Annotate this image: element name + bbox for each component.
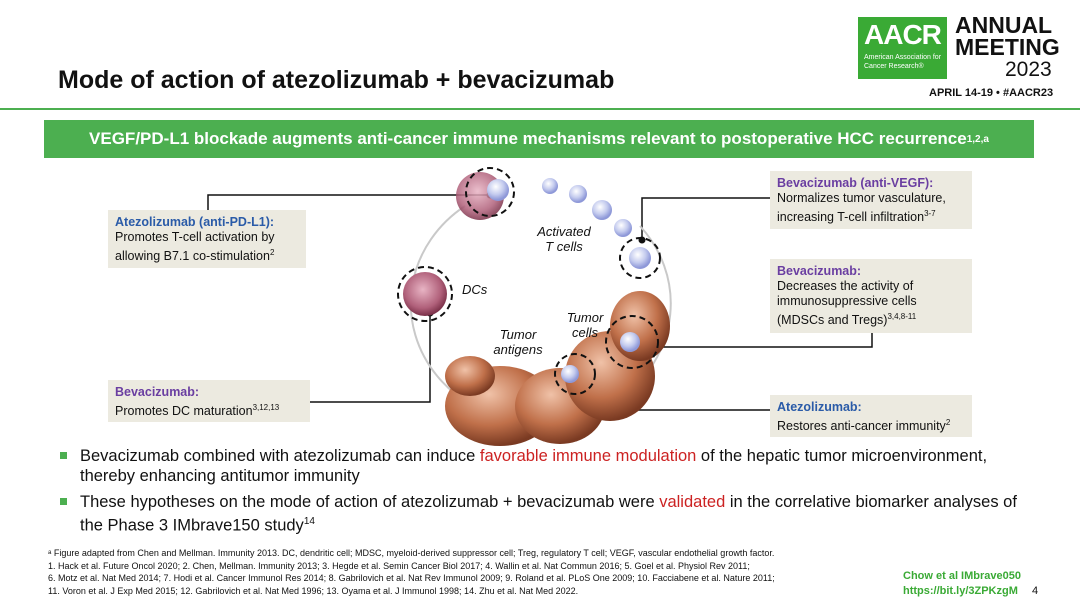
- callout-refs: 3,12,13: [252, 403, 280, 412]
- callout-bevacizumab-suppressive: Bevacizumab: Decreases the activity of i…: [770, 259, 972, 333]
- callout-head: Atezolizumab (anti-PD-L1):: [115, 215, 275, 229]
- bullet-text: Bevacizumab combined with atezolizumab c…: [80, 447, 480, 465]
- bullet-emphasis: favorable immune modulation: [479, 447, 697, 465]
- dc-tcell-contact: [456, 167, 515, 220]
- callout-body: Promotes T-cell activation by allowing B…: [115, 230, 299, 264]
- activated-label: Activated: [537, 224, 591, 239]
- bullet-refs: 14: [303, 516, 315, 527]
- reference-line: 6. Motz et al. Nat Med 2014; 7. Hodi et …: [48, 573, 775, 583]
- banner-refs: 1,2,a: [966, 133, 989, 145]
- meeting-name: ANNUAL MEETING: [955, 12, 1060, 60]
- callout-body-text: Normalizes tumor vasculature, increasing…: [777, 191, 946, 225]
- callout-refs: 3-7: [924, 209, 936, 218]
- bullet-list: Bevacizumab combined with atezolizumab c…: [60, 446, 1040, 542]
- meeting-dates: APRIL 14-19 • #AACR23: [929, 87, 1054, 99]
- banner-text: VEGF/PD-L1 blockade augments anti-cancer…: [89, 129, 967, 148]
- footnote-a: ᵃ Figure adapted from Chen and Mellman. …: [48, 548, 775, 558]
- callout-body: Decreases the activity of immunosuppress…: [777, 279, 965, 328]
- callout-bevacizumab-dc: Bevacizumab: Promotes DC maturation3,12,…: [108, 380, 310, 422]
- callout-body: Normalizes tumor vasculature, increasing…: [777, 191, 965, 225]
- tumor-cells-line2: cells: [571, 325, 598, 340]
- tumor-cells-line1: Tumor: [566, 310, 604, 325]
- tumor-cells-label: Tumor cells: [560, 310, 610, 340]
- key-message-banner: VEGF/PD-L1 blockade augments anti-cancer…: [44, 120, 1034, 158]
- aacr-logo: AACR American Association for Cancer Res…: [858, 17, 947, 79]
- slide-title: Mode of action of atezolizumab + bevaciz…: [58, 66, 615, 94]
- reference-line: 1. Hack et al. Future Oncol 2020; 2. Che…: [48, 560, 750, 571]
- tcells-label: T cells: [545, 239, 583, 254]
- meeting-year: 2023: [1005, 58, 1052, 81]
- callout-body: Promotes DC maturation3,12,13: [115, 400, 303, 419]
- callout-body: Restores anti-cancer immunity2: [777, 415, 965, 434]
- bullet-item: These hypotheses on the mode of action o…: [60, 492, 1040, 536]
- tumor-antigens-label: Tumor antigens: [490, 327, 546, 357]
- callout-body-text: Promotes T-cell activation by allowing B…: [115, 230, 275, 264]
- bullet-emphasis: validated: [659, 493, 726, 511]
- callout-atezolizumab-pdl1: Atezolizumab (anti-PD-L1): Promotes T-ce…: [108, 210, 306, 268]
- tumor-antigens-line1: Tumor: [499, 327, 537, 342]
- callout-refs: 3,4,8-11: [887, 312, 917, 321]
- aacr-logo-subtitle: American Association for Cancer Research…: [864, 54, 942, 70]
- callout-atezolizumab-restores: Atezolizumab: Restores anti-cancer immun…: [770, 395, 972, 437]
- t-cell-group: [542, 178, 632, 237]
- dendritic-cell: [397, 266, 453, 322]
- bullet-text: of the hepatic tumor microenvironment, t…: [80, 447, 988, 485]
- bullet-text: in the correlative biomarker analyses of…: [80, 493, 1017, 535]
- source-link[interactable]: https://bit.ly/3ZPKzgM: [903, 585, 1018, 597]
- aacr-logo-text: AACR: [864, 19, 942, 50]
- bullet-item: Bevacizumab combined with atezolizumab c…: [60, 446, 1040, 486]
- dcs-label: DCs: [462, 282, 488, 297]
- callout-head: Bevacizumab:: [115, 385, 200, 399]
- references: ᵃ Figure adapted from Chen and Mellman. …: [48, 547, 908, 597]
- page-number: 4: [1032, 585, 1039, 597]
- immunity-cycle-diagram: [397, 167, 672, 446]
- callout-head: Bevacizumab:: [777, 264, 862, 278]
- callout-head: Atezolizumab:: [777, 400, 862, 414]
- source-citation: Chow et al IMbrave050 https://bit.ly/3ZP…: [903, 569, 1021, 599]
- callout-body-text: Promotes DC maturation: [115, 404, 253, 419]
- source-citation-title: Chow et al IMbrave050: [903, 570, 1021, 582]
- bullet-marker: [60, 452, 67, 459]
- callout-body-text: Decreases the activity of immunosuppress…: [777, 279, 917, 328]
- title-divider: [0, 108, 1080, 110]
- tumor-antigens-line2: antigens: [493, 342, 543, 357]
- bullet-text: These hypotheses on the mode of action o…: [80, 493, 660, 511]
- meeting-line-2: MEETING: [955, 34, 1060, 60]
- callout-body-text: Restores anti-cancer immunity: [777, 419, 946, 434]
- callout-refs: 2: [945, 418, 951, 427]
- tumor-mass: [445, 291, 670, 446]
- callout-refs: 2: [269, 248, 275, 257]
- callout-head: Bevacizumab (anti-VEGF):: [777, 176, 934, 190]
- activated-tcells-label: Activated T cells: [534, 224, 594, 254]
- bullet-marker: [60, 498, 67, 505]
- meeting-line-1: ANNUAL: [955, 12, 1053, 38]
- callout-bevacizumab-vegf: Bevacizumab (anti-VEGF): Normalizes tumo…: [770, 171, 972, 229]
- reference-line: 11. Voron et al. J Exp Med 2015; 12. Gab…: [48, 585, 579, 596]
- activated-tcell-circled: [619, 237, 661, 279]
